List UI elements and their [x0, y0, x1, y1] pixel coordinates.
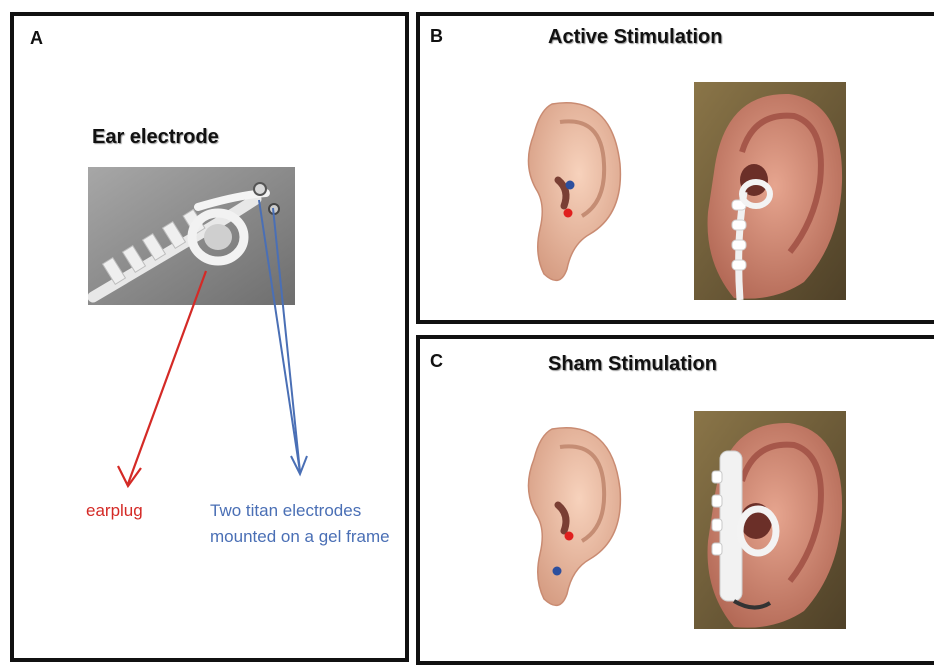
red-dot	[565, 532, 574, 541]
ear-photo-active	[694, 82, 846, 300]
blue-dot	[553, 567, 562, 576]
panel-a: A Ear electrode	[10, 12, 409, 662]
panel-b-title: Active Stimulation	[548, 26, 722, 49]
panel-c-letter: C	[430, 351, 443, 372]
panel-b-letter: B	[430, 26, 443, 47]
pointer-arrows	[14, 16, 413, 666]
panel-c-title: Sham Stimulation	[548, 353, 717, 376]
ear-photo-sham	[694, 411, 846, 629]
panel-b: B Active Stimulation	[416, 12, 934, 324]
electrode-arrow-2	[273, 208, 300, 472]
earplug-arrow	[128, 271, 206, 484]
blue-dot	[566, 181, 575, 190]
panel-c: C Sham Stimulation	[416, 335, 934, 665]
red-dot	[564, 209, 573, 218]
electrode-arrow-1	[259, 200, 300, 472]
earplug-label: earplug	[86, 498, 143, 524]
electrodes-label: Two titan electrodes mounted on a gel fr…	[210, 498, 400, 550]
ear-illustration-sham	[512, 419, 632, 619]
ear-illustration-active	[512, 94, 632, 294]
